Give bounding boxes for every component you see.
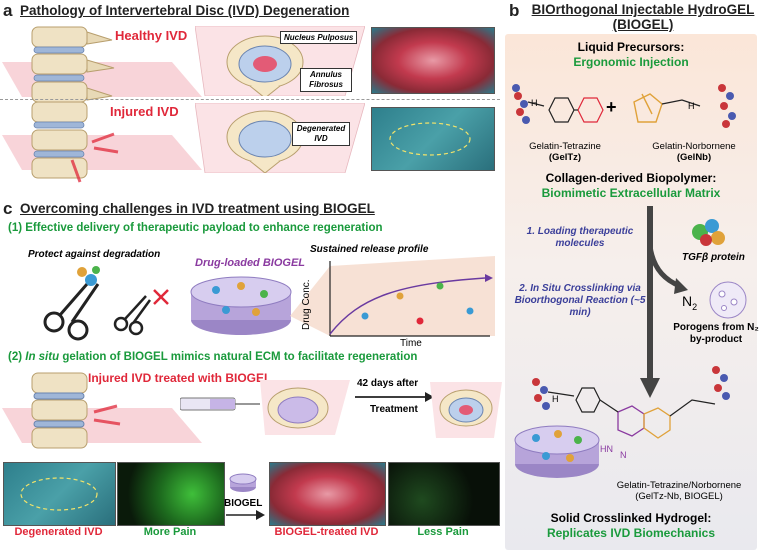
time-axis-label: Time [400,338,422,349]
panel-c-title: Overcoming challenges in IVD treatment u… [20,201,375,216]
protect-label: Protect against degradation [28,249,161,260]
spine-illustration-injured [2,101,202,183]
hn-label-product: HN [600,444,613,454]
drug-loaded-biogel-disc [190,276,292,335]
biogel-treated-caption: BIOGEL-treated IVD [274,526,379,538]
less-pain-caption: Less Pain [417,526,469,538]
point-2-text: (2) In situ gelation of BIOGEL mimics na… [8,351,418,363]
panel-a-divider [0,99,500,100]
geltz-label: Gelatin-Tetrazine(GelTz) [529,141,601,163]
biogel-arrow-label: BIOGEL [224,498,263,509]
crosslinked-structure [532,366,730,439]
tgf-beta-label: TGFβ protein [682,252,745,263]
tgf-beta-protein-icon [692,219,725,246]
nucleus-pulposus-label: Nucleus Pulposus [280,31,358,44]
healthy-histology-image [371,27,495,94]
biogel-disc-icon [229,473,257,492]
porogen-bubbles-icon [709,281,747,319]
biogel-treated-image [269,462,386,526]
healthy-ivd-label: Healthy IVD [115,28,188,43]
porogen-label: Porogens from N₂ by-product [673,322,759,345]
n-label-product: N [620,450,627,460]
panel-b-letter: b [509,1,520,20]
treated-with-biogel-label: Injured IVD treated with BIOGEL [88,371,272,385]
nh-label-nb: H [688,101,695,111]
panel-a-letter: a [3,1,13,20]
regenerated-disc-section [430,382,502,438]
injured-ivd-label: Injured IVD [110,104,179,119]
treatment-label: Treatment [370,404,418,415]
matrix-subtitle: Biomimetic Extracellular Matrix [541,186,721,200]
final-title: Solid Crosslinked Hydrogel: [550,511,712,525]
geltz-structure [512,84,604,124]
point-1-text: (1) Effective delivery of therapeutic pa… [8,222,383,234]
nh-label-product: H [552,394,559,404]
less-pain-image [388,462,500,526]
degenerated-ivd-box: Degenerated IVD [292,122,350,146]
final-subtitle: Replicates IVD Biomechanics [546,526,716,540]
biogel-hydrogel-disc [514,425,600,478]
sustained-release-label: Sustained release profile [310,244,429,255]
panel-b-title: BIOrthogonal Injectable HydroGEL(BIOGEL) [531,2,755,32]
nh-label-tz: H [531,98,538,108]
syringe-icon [180,380,350,435]
step-1-label: 1. Loading therapeutic molecules [526,226,634,249]
treatment-arrow [355,392,434,402]
plus-sign: + [606,97,617,117]
n2-label: N2 [682,293,698,312]
annulus-fibrosus-label: Annulus Fibrosus [300,68,352,92]
release-profile-plot [290,256,495,337]
drug-loaded-label: Drug-loaded BIOGEL [195,257,305,269]
step-2-label: 2. In Situ Crosslinking via Bioorthogona… [514,283,646,318]
precursor-subtitle: Ergonomic Injection [573,55,689,69]
more-pain-caption: More Pain [143,526,197,538]
panel-a-title: Pathology of Intervertebral Disc (IVD) D… [20,3,350,18]
gelnb-structure [633,84,736,128]
injured-disc-section [195,103,365,173]
precursor-title: Liquid Precursors: [577,40,685,54]
more-pain-image [117,462,225,526]
process-arrow [640,206,688,398]
drug-conc-axis-label: Drug Conc. [301,279,312,330]
degenerated-ivd-caption: Degenerated IVD [14,526,103,538]
biogel-arrow [226,510,265,520]
panel-c-letter: c [3,199,13,218]
spine-illustration-healthy [2,26,202,103]
degenerated-ivd-image [3,462,116,526]
matrix-title: Collagen-derived Biopolymer: [545,171,717,185]
scissors-icon [43,266,169,341]
injured-histology-image [371,107,495,171]
days-after-label: 42 days after [357,378,419,389]
product-label: Gelatin-Tetrazine/Norbornene(GelTz-Nb, B… [616,480,742,502]
spine-injection-illustration [2,372,202,449]
gelnb-label: Gelatin-Norbornene(GelNb) [652,141,736,163]
